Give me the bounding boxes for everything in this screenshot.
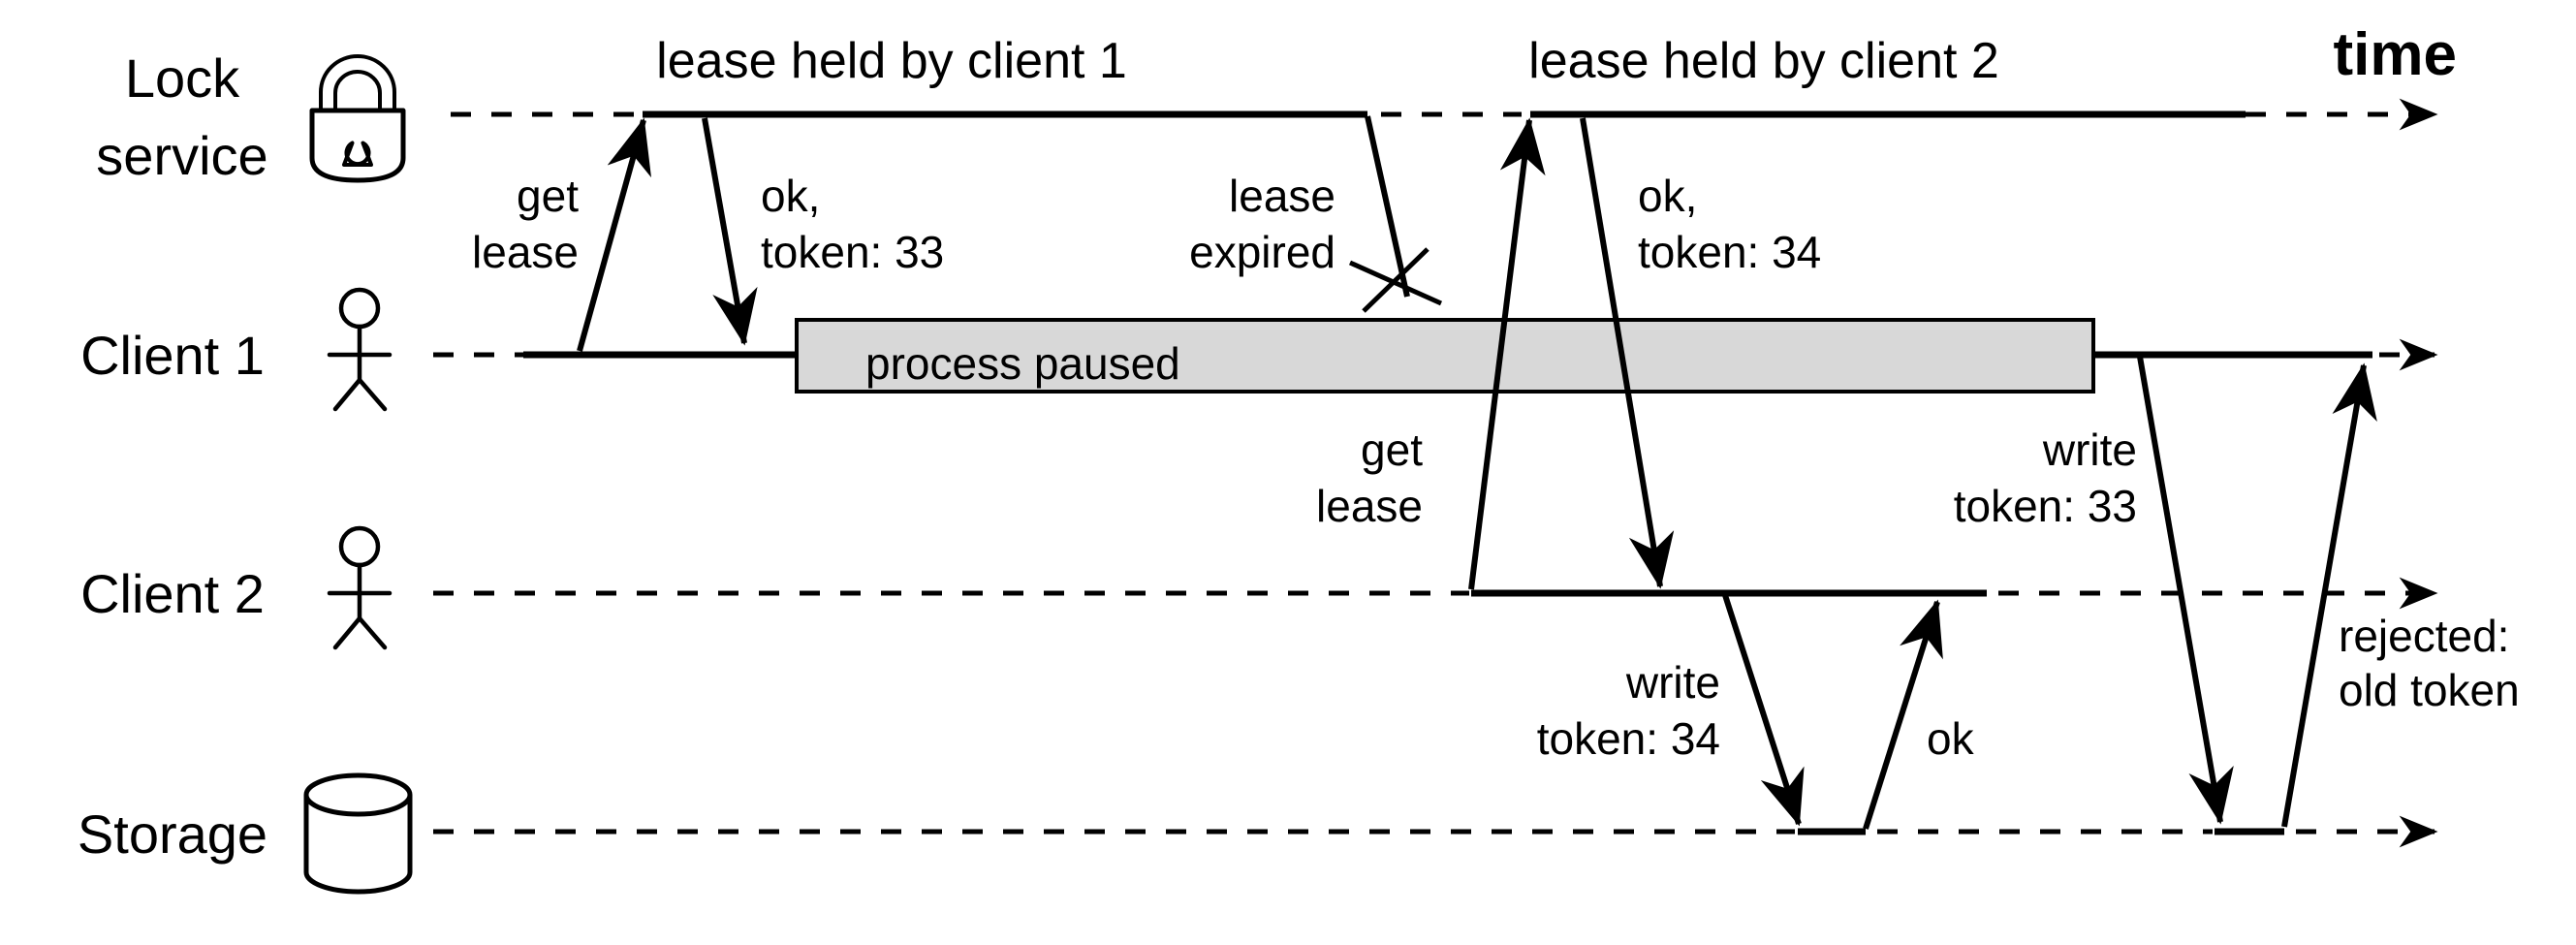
lease1-span-label: lease held by client 1 — [656, 33, 1127, 89]
client2-stick-figure-icon — [327, 525, 393, 650]
process-paused-box: process paused — [795, 318, 2095, 394]
arrow-write-token34 — [1722, 594, 1805, 827]
write-token34-label-line1: write — [1625, 657, 1720, 708]
client2-figure-legs — [332, 615, 388, 650]
client2-figure-head — [338, 525, 381, 568]
padlock-shackle — [319, 54, 396, 114]
cylinder-top — [303, 772, 413, 817]
time-axis-label: time — [2334, 21, 2457, 88]
write-token34-label-line2: token: 34 — [1537, 713, 1720, 764]
get-lease2-label-line1: get — [1361, 425, 1423, 475]
lock-service-label-line2: service — [96, 125, 267, 186]
arrow-ok-token34 — [1580, 117, 1675, 589]
process-paused-label: process paused — [865, 338, 1180, 389]
get-lease2-label-line2: lease — [1316, 481, 1423, 531]
storage-label: Storage — [78, 803, 267, 865]
arrow-storage-ok — [1863, 599, 1943, 830]
client2-label: Client 2 — [80, 563, 265, 624]
lock-service-label-line1: Lock — [125, 47, 240, 109]
write-token33-label-line1: write — [2042, 425, 2137, 475]
rejected-label-line1: rejected: — [2339, 611, 2509, 661]
storage-ok-label: ok — [1927, 713, 1975, 764]
ok-token33-label-line2: token: 33 — [761, 227, 944, 277]
padlock-icon — [309, 54, 406, 183]
message-arrows — [577, 115, 2377, 830]
arrow-write-token33 — [2137, 356, 2234, 825]
lease2-span-label: lease held by client 2 — [1528, 33, 1999, 89]
arrow-lease-expired — [1348, 115, 1443, 313]
client1-label: Client 1 — [80, 325, 265, 386]
lease-expired-cross-stroke2 — [1362, 247, 1429, 313]
write-token33-label-line2: token: 33 — [1954, 481, 2137, 531]
storage-cylinder-icon — [303, 772, 413, 895]
padlock-body — [309, 108, 406, 183]
client1-stick-figure-icon — [327, 287, 393, 412]
client1-figure-legs — [332, 377, 388, 412]
get-lease1-label-line2: lease — [472, 227, 579, 277]
ok-token34-label-line2: token: 34 — [1638, 227, 1821, 277]
ok-token33-label-line1: ok, — [761, 171, 820, 221]
client1-figure-head — [338, 287, 381, 330]
lease-expired-label-line1: lease — [1229, 171, 1335, 221]
padlock-keyhole — [342, 141, 373, 167]
arrow-get-lease-client2 — [1468, 117, 1546, 590]
lease-expired-line — [1365, 115, 1410, 298]
arrow-ok-token33 — [702, 117, 758, 346]
rejected-label-line2: old token — [2339, 665, 2520, 715]
cylinder-body — [303, 795, 413, 895]
arrow-rejected — [2281, 362, 2377, 828]
lease-expired-label-line2: expired — [1189, 227, 1335, 277]
message-labels: get lease ok, token: 33 lease expired ge… — [472, 171, 2520, 764]
get-lease1-label-line1: get — [517, 171, 579, 221]
process-paused-rect — [795, 318, 2095, 394]
arrow-get-lease-client1 — [577, 117, 651, 352]
lane-labels: Lock service Client 1 Client 2 Storage — [78, 47, 268, 865]
ok-token34-label-line1: ok, — [1638, 171, 1697, 221]
